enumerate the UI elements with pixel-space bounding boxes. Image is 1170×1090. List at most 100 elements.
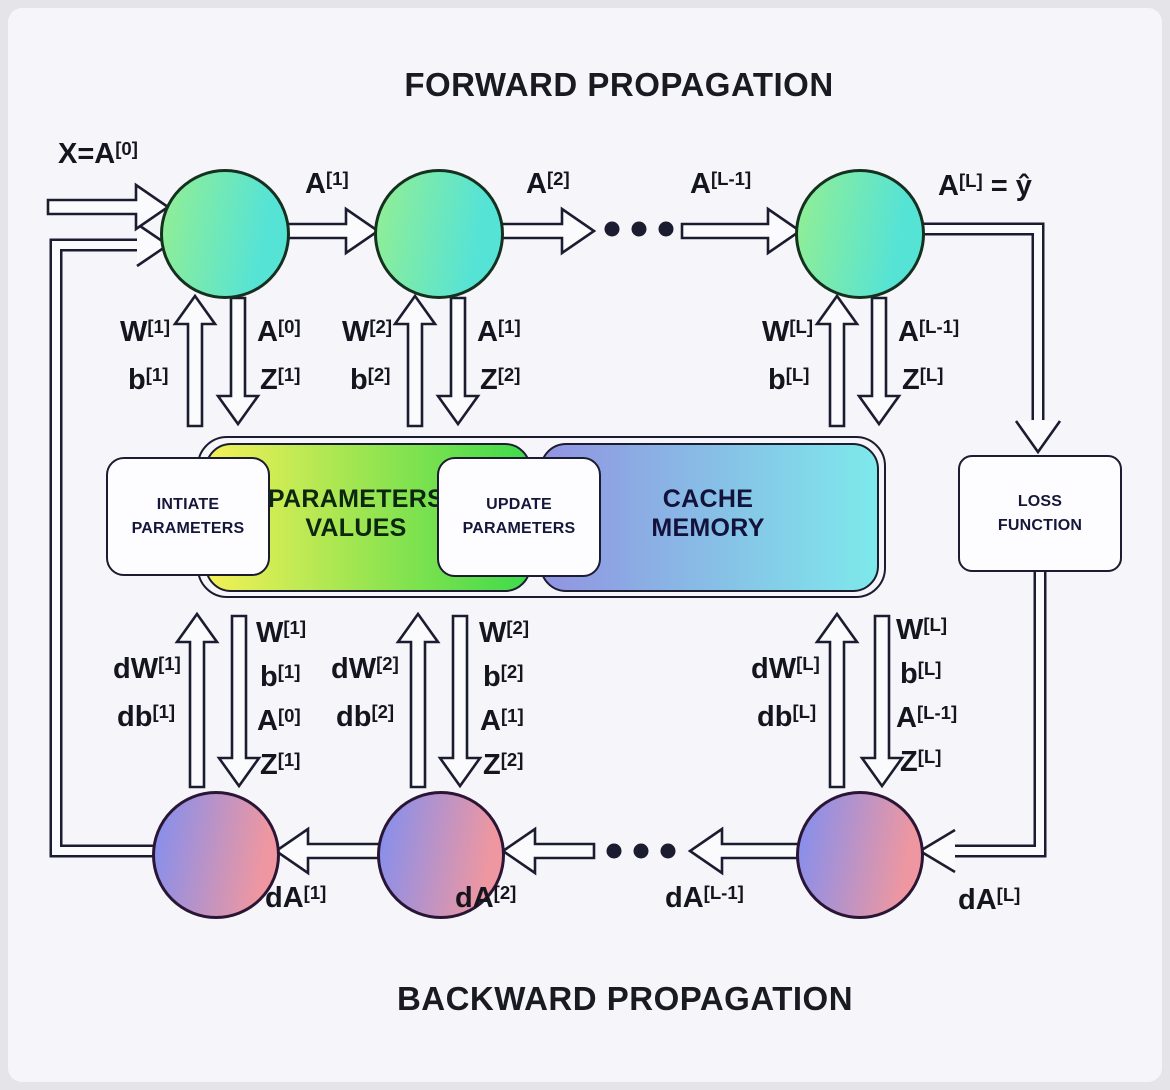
forward-node-2 [374, 169, 504, 299]
bwd-dw2-label: dW[2] [331, 653, 399, 686]
bwd-z1-base: Z [260, 749, 278, 781]
bwd-dbL-sup: [L] [792, 700, 817, 722]
fwd-b1-base: b [128, 364, 146, 396]
da1-sup: [1] [303, 881, 327, 903]
bwd-b2-base: b [483, 661, 501, 693]
bwd-dwL-sup: [L] [796, 652, 820, 674]
backward-node-L [796, 791, 924, 919]
forward-down-arrow-L [856, 296, 902, 427]
input-arrow [46, 182, 171, 232]
cache-memory-line2: MEMORY [651, 513, 765, 542]
fwd-zL-label: Z[L] [902, 364, 943, 397]
fwd-b1-label: b[1] [128, 364, 168, 397]
fwd-a1-sup: [1] [497, 315, 521, 337]
loss-function-line2: FUNCTION [997, 516, 1083, 534]
backward-ellipsis-dot [606, 843, 622, 859]
initiate-parameters-box: INTIATE PARAMETERS [106, 457, 270, 576]
bwd-dw1-base: dW [113, 653, 159, 685]
daL1-sup: [L-1] [703, 881, 744, 903]
backward-down-arrow-1 [216, 614, 262, 789]
backward-arrow-1 [273, 826, 382, 876]
fwd-wL-sup: [L] [789, 315, 814, 337]
forward-down-arrow-2 [435, 296, 481, 427]
backward-arrow-3 [687, 826, 802, 876]
forward-propagation-title: FORWARD PROPAGATION [404, 66, 834, 103]
bwd-db2-sup: [2] [371, 700, 395, 722]
backward-arrow-2 [500, 826, 596, 876]
bwd-w1-label: W[1] [256, 617, 306, 650]
bwd-a0-label: A[0] [257, 705, 301, 738]
forward-arrow-1 [274, 206, 381, 256]
bwd-dw2-base: dW [331, 653, 377, 685]
activation-2-sup: [2] [546, 167, 570, 189]
parameters-values-line1: PARAMETERS [267, 485, 445, 513]
fwd-a1-base: A [477, 316, 498, 348]
fwd-w2-label: W[2] [342, 316, 392, 349]
output-label-yhat: ŷ [1015, 170, 1032, 202]
parameters-values-label: PARAMETERS VALUES [256, 485, 456, 543]
backward-ellipsis-dot [633, 843, 649, 859]
bwd-a1-base: A [480, 705, 501, 737]
bwd-zL-sup: [L] [917, 745, 942, 767]
fwd-b2-sup: [2] [367, 363, 391, 385]
output-label-equals: = [982, 170, 1016, 202]
backward-up-arrow-2 [395, 611, 441, 789]
activation-label-1: A[1] [305, 168, 349, 201]
forward-ellipsis-dot [604, 221, 620, 237]
bwd-a0-sup: [0] [277, 704, 301, 726]
update-parameters-line2: PARAMETERS [462, 520, 576, 537]
fwd-aL1-sup: [L-1] [918, 315, 960, 337]
loss-arrowhead-outline [1014, 420, 1062, 455]
fwd-z1-base: Z [260, 364, 278, 396]
bwd-z2-base: Z [483, 749, 501, 781]
bwd-wL-label: W[L] [896, 614, 947, 647]
da1-base: dA [265, 882, 304, 914]
fwd-z1-label: Z[1] [260, 364, 300, 397]
bwd-zL-label: Z[L] [900, 746, 941, 779]
bwd-zL-base: Z [900, 746, 918, 778]
forward-ellipsis-dot [658, 221, 674, 237]
bwd-z1-label: Z[1] [260, 749, 300, 782]
daL-base: dA [958, 884, 997, 916]
forward-node-1 [160, 169, 290, 299]
activation-label-L-1: A[L-1] [690, 168, 751, 201]
forward-ellipsis-dot [631, 221, 647, 237]
activation-L1-base: A [690, 168, 711, 200]
fwd-w2-sup: [2] [369, 315, 393, 337]
bwd-aL1-label: A[L-1] [896, 702, 957, 735]
fwd-b1-sup: [1] [145, 363, 169, 385]
backward-up-arrow-1 [174, 611, 220, 789]
bwd-wL-base: W [896, 614, 924, 646]
fwd-bL-base: b [768, 364, 786, 396]
bwd-db2-label: db[2] [336, 701, 394, 734]
left-loop-arrowhead [137, 224, 168, 266]
fwd-z2-base: Z [480, 364, 498, 396]
fwd-a0-sup: [0] [277, 315, 301, 337]
bwd-aL1-sup: [L-1] [916, 701, 958, 723]
backward-node-1 [152, 791, 280, 919]
forward-down-arrow-1 [215, 296, 261, 427]
bwd-w2-sup: [2] [506, 616, 530, 638]
daL-sup: [L] [996, 883, 1021, 905]
fwd-a1-label: A[1] [477, 316, 521, 349]
input-label: X=A[0] [58, 138, 138, 171]
bwd-w1-sup: [1] [283, 616, 307, 638]
input-label-base: X=A [58, 138, 116, 170]
bwd-dbL-label: db[L] [757, 701, 816, 734]
loss-arrowhead [1016, 421, 1060, 452]
output-label-sup: [L] [958, 169, 983, 191]
backward-entry-arrowhead [920, 830, 955, 872]
update-parameters-line1: UPDATE [486, 496, 552, 513]
bwd-db2-base: db [336, 701, 372, 733]
bwd-b1-base: b [260, 661, 278, 693]
forward-up-arrow-1 [172, 293, 218, 428]
forward-up-arrow-2 [392, 293, 438, 428]
backward-node-2 [377, 791, 505, 919]
fwd-z2-label: Z[2] [480, 364, 520, 397]
fwd-aL1-label: A[L-1] [898, 316, 959, 349]
fwd-zL-sup: [L] [919, 363, 944, 385]
da2-sup: [2] [493, 881, 517, 903]
fwd-z1-sup: [1] [277, 363, 301, 385]
